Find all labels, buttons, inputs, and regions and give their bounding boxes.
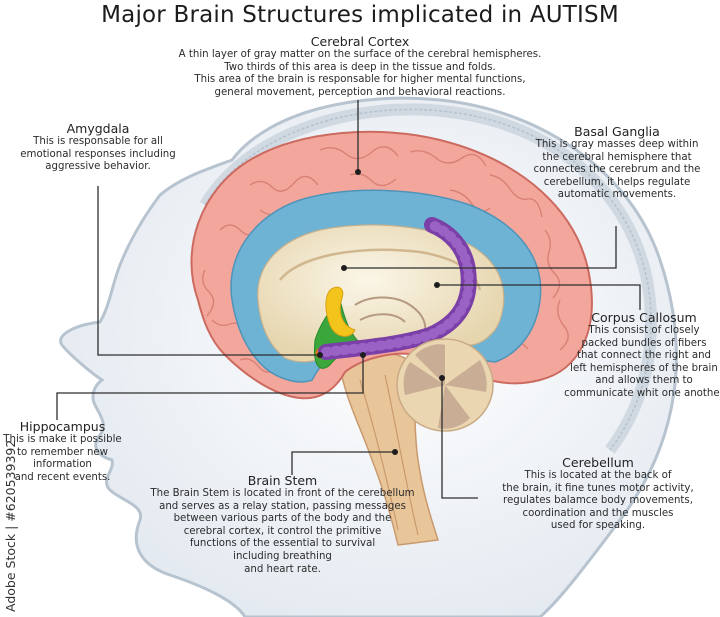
hippocampus-description: This is make it possible to remember new… [3,434,122,483]
cerebellum-title: Cerebellum [562,455,634,470]
amygdala-label: Amygdala This is responsable for all emo… [0,121,196,174]
callout-dots [317,169,445,455]
corpus-callout-line [437,284,641,310]
hippocampus-shape [318,217,477,360]
basal-ganglia-title: Basal Ganglia [574,124,660,139]
hippocampus-label: Hippocampus This is make it possible to … [0,419,125,484]
brain-stem-title: Brain Stem [247,473,318,488]
amygdala-shape [325,286,356,337]
cerebral-cortex-title: Cerebral Cortex [310,34,410,49]
basal-ganglia-label: Basal Ganglia This is gray masses deep w… [514,124,720,202]
cerebral-cortex-label: Cerebral Cortex A thin layer of gray mat… [150,34,570,99]
brain-stem-description: The Brain Stem is located in front of th… [150,488,415,575]
hippocampus-callout-line [56,355,364,420]
stock-watermark: Adobe Stock | #620539392 [3,439,18,612]
basal-callout-line [344,226,617,269]
cerebellum-description: This is located at the back of the brain… [502,470,694,532]
corpus-callosum-description: This consist of closely packed bundles o… [564,325,720,399]
amygdala-description: This is responsable for all emotional re… [20,136,176,173]
amygdala-title: Amygdala [66,121,130,136]
basal-ganglia-description: This is gray masses deep within the cere… [533,139,701,201]
brain-stem-label: Brain Stem The Brain Stem is located in … [140,473,425,576]
callout-lines [56,100,641,499]
corpus-callosum-label: Corpus Callosum This consist of closely … [558,310,720,401]
cerebral-cortex-description: A thin layer of gray matter on the surfa… [178,49,542,98]
cerebellum-callout-line [441,378,478,499]
brainstem-callout-line [291,451,395,475]
hippocampus-title: Hippocampus [19,419,106,434]
cerebellum-shape [396,338,494,432]
corpus-callosum-title: Corpus Callosum [591,310,697,325]
cerebellum-label: Cerebellum This is located at the back o… [478,455,718,533]
diagram-title: Major Brain Structures implicated in AUT… [101,2,619,28]
amygdala-callout-line [97,186,320,356]
